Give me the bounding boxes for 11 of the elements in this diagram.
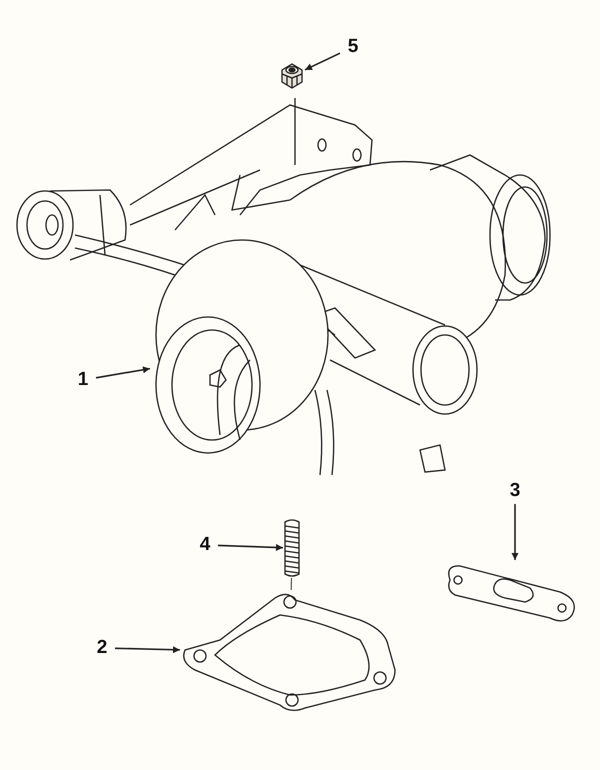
callout-number: 1 <box>70 367 96 393</box>
leader-arrow <box>512 504 518 560</box>
leader-arrow <box>114 646 180 654</box>
callout-number: 2 <box>89 635 115 661</box>
callout-number: 4 <box>192 532 218 558</box>
leader-arrow <box>96 366 150 379</box>
leader-arrow <box>218 544 284 551</box>
callout-number: 5 <box>340 34 366 60</box>
callout-number: 3 <box>502 478 528 504</box>
centerline <box>290 578 292 590</box>
leader-arrow <box>304 52 340 71</box>
